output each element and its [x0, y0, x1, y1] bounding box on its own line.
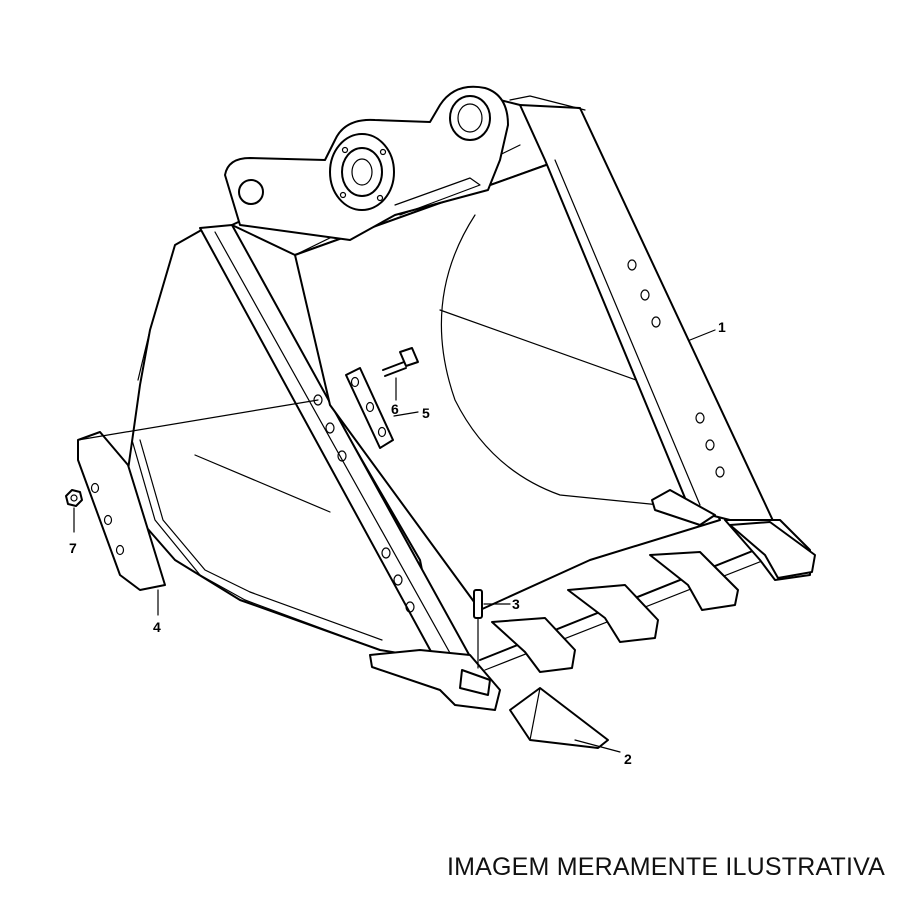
callout-1: 1: [718, 319, 726, 335]
part-6-bolt: [382, 347, 419, 377]
leader-lines: [73, 329, 716, 753]
callout-6: 6: [391, 401, 399, 417]
part-4-side-cutter: [77, 399, 319, 591]
left-strip-holes: [313, 394, 415, 613]
callout-4: 4: [153, 619, 161, 635]
part-3-pin: [473, 589, 483, 669]
mounting-brackets: [224, 85, 586, 241]
part-2-tooth: [509, 687, 609, 749]
callout-2: 2: [624, 751, 632, 767]
teeth-row: [369, 489, 816, 711]
part-7-nut: [65, 489, 83, 507]
illustrative-caption: IMAGEM MERAMENTE ILUSTRATIVA: [446, 853, 885, 881]
callout-3: 3: [512, 596, 520, 612]
callout-7: 7: [69, 540, 77, 556]
right-strip-holes: [627, 259, 725, 478]
part-5-plate: [345, 367, 394, 449]
callout-5: 5: [422, 405, 430, 421]
